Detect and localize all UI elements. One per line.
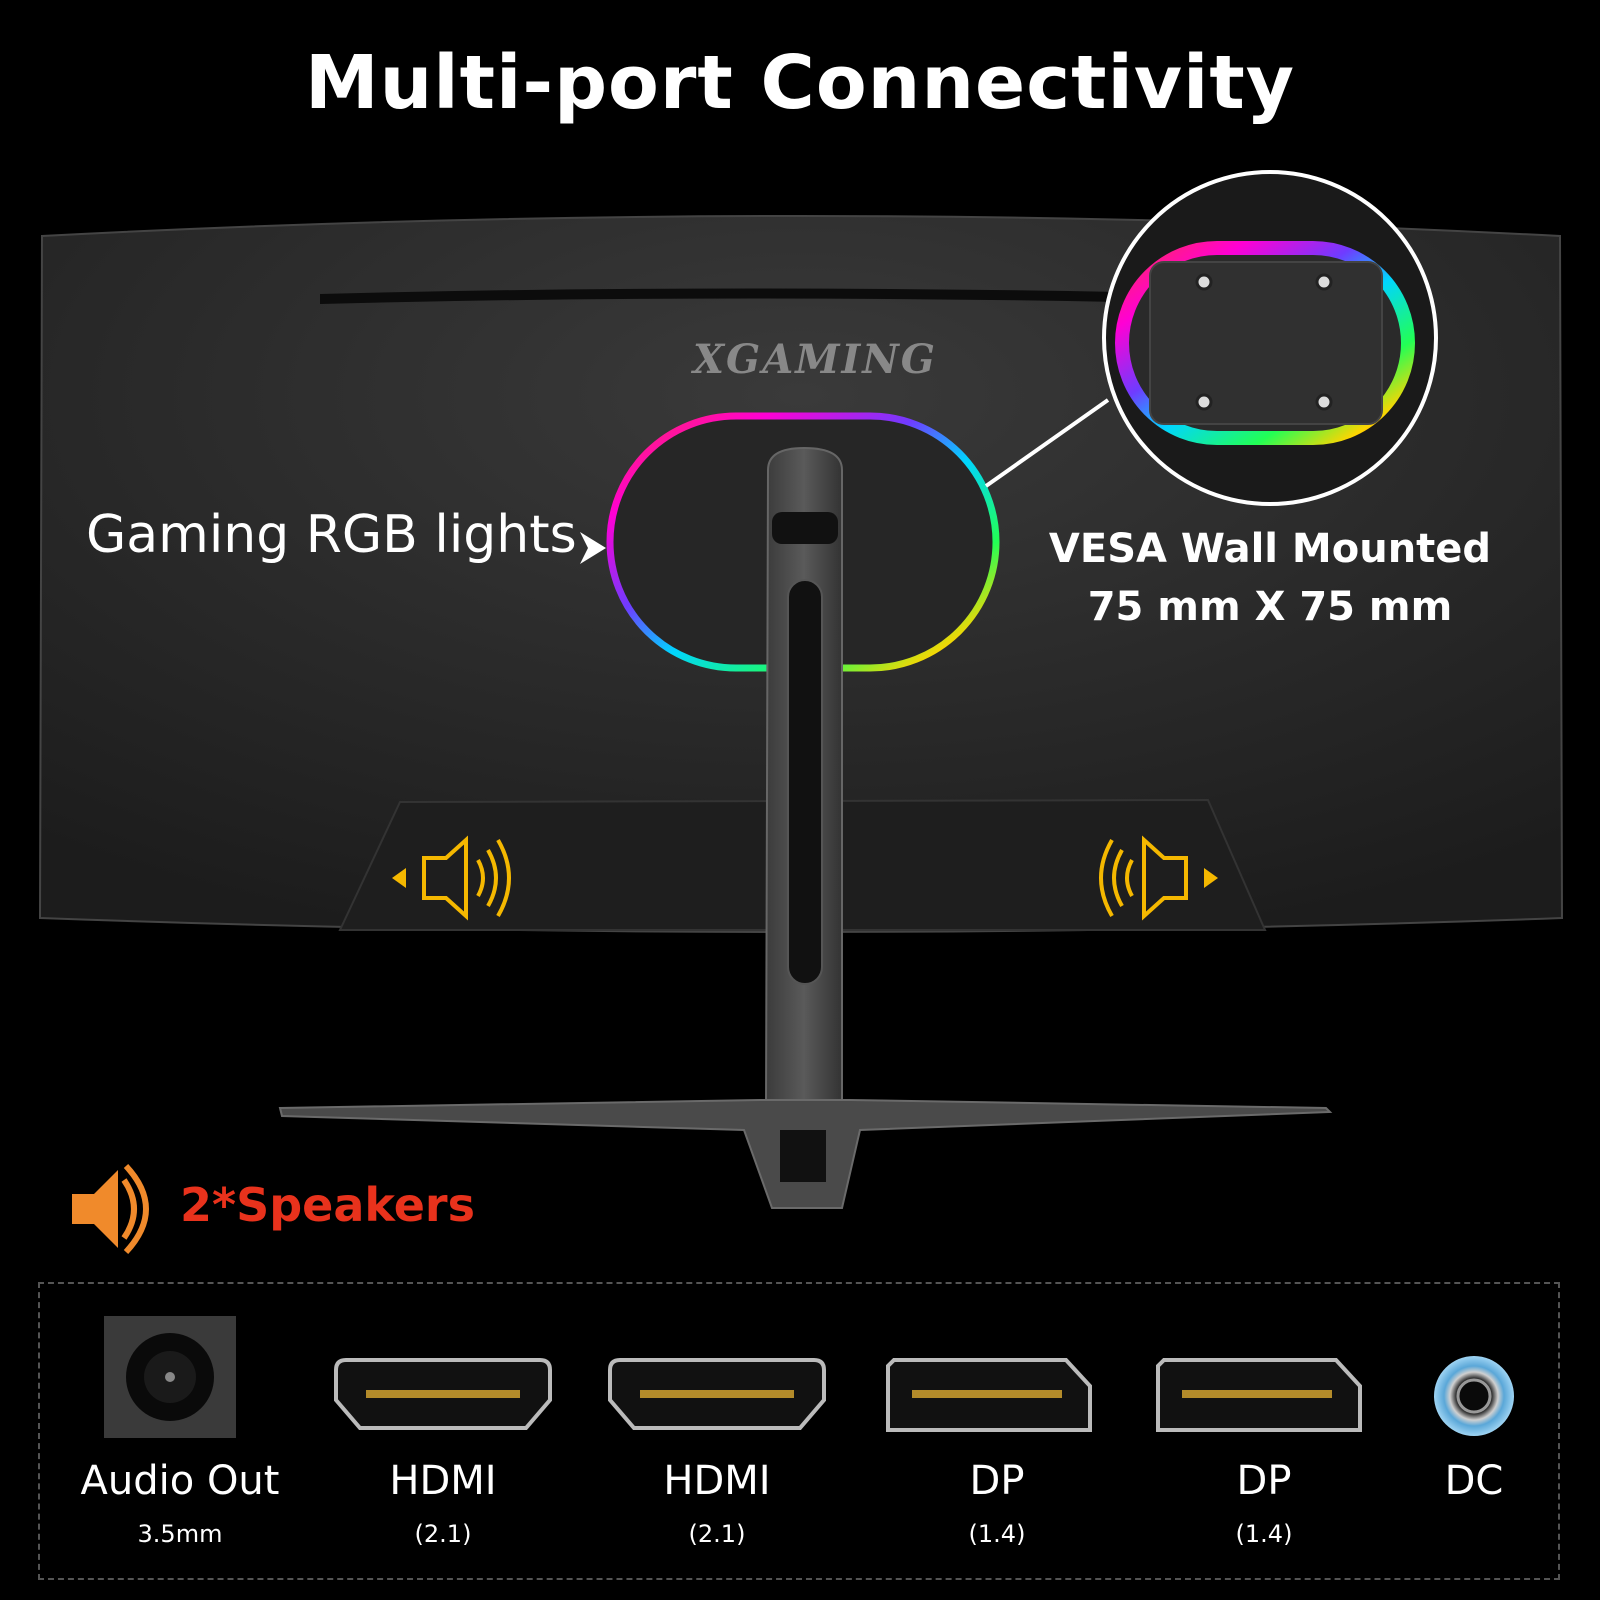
rgb-lights-label: Gaming RGB lights: [86, 505, 577, 565]
vesa-screw-tl: [1195, 273, 1213, 291]
displayport-icon-1: [886, 1358, 1092, 1432]
speakers-label: 2*Speakers: [180, 1178, 475, 1232]
ports-panel: [38, 1282, 1560, 1580]
port-sub-hdmi-2: (2.1): [688, 1520, 746, 1548]
vesa-plate: [1149, 261, 1383, 425]
port-sub-hdmi-1: (2.1): [414, 1520, 472, 1548]
hdmi-port-icon-2: [608, 1358, 826, 1430]
port-sub-dp-1: (1.4): [968, 1520, 1026, 1548]
port-sub-audio-out: 3.5mm: [137, 1520, 223, 1548]
speaker-icon: [72, 1163, 149, 1255]
port-name-hdmi-2: HDMI: [663, 1458, 771, 1504]
port-name-dc: DC: [1444, 1458, 1504, 1504]
dc-jack-icon: [1434, 1356, 1514, 1436]
port-name-hdmi-1: HDMI: [389, 1458, 497, 1504]
left-speaker-icon: [422, 835, 511, 921]
right-arrow-icon: [1204, 868, 1218, 888]
rgb-pointer-arrow: [580, 532, 606, 564]
port-name-dp-1: DP: [969, 1458, 1025, 1504]
vesa-pointer: [984, 398, 1110, 488]
stand-button: [772, 512, 838, 544]
vesa-screw-br: [1315, 393, 1333, 411]
left-arrow-icon: [392, 868, 406, 888]
displayport-icon-2: [1156, 1358, 1362, 1432]
port-name-audio-out: Audio Out: [80, 1458, 280, 1504]
vesa-line-1: VESA Wall Mounted: [1048, 526, 1492, 572]
right-speaker-icon: [1099, 835, 1188, 921]
vesa-screw-tr: [1315, 273, 1333, 291]
base-hole: [780, 1130, 826, 1182]
hdmi-port-icon-1: [334, 1358, 552, 1430]
vesa-screw-bl: [1195, 393, 1213, 411]
top-vent-slot: [320, 288, 1120, 304]
vesa-line-2: 75 mm X 75 mm: [1087, 584, 1453, 630]
vesa-label: VESA Wall Mounted 75 mm X 75 mm: [1030, 520, 1510, 636]
port-sub-dp-2: (1.4): [1235, 1520, 1293, 1548]
port-name-dp-2: DP: [1236, 1458, 1292, 1504]
stand-slot: [787, 579, 823, 985]
brand-logo: XGAMING: [693, 336, 937, 383]
audio-jack-icon: [104, 1316, 236, 1438]
page-title: Multi-port Connectivity: [304, 40, 1296, 126]
